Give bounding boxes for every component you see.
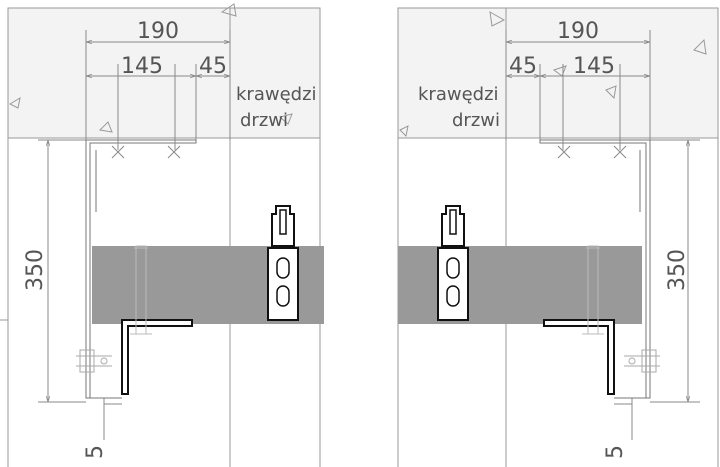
left-label-line2: drzwi xyxy=(240,110,288,131)
right-bolt xyxy=(582,245,604,335)
left-dim-edge: 45 xyxy=(199,54,227,79)
right-anchor-markers xyxy=(557,145,627,159)
left-ceiling xyxy=(7,7,321,139)
left-bottom-fixing xyxy=(76,349,112,373)
left-dim-inner: 145 xyxy=(121,54,163,79)
right-label-line2: drzwi xyxy=(452,110,500,131)
right-label-line1: krawędzi xyxy=(418,84,499,105)
left-roller-carriage xyxy=(267,205,299,321)
left-label-line1: krawędzi xyxy=(236,84,317,105)
right-dim-inner: 145 xyxy=(573,54,615,79)
right-dim-gap: 5 xyxy=(603,445,628,459)
right-dim-edge: 45 xyxy=(509,54,537,79)
left-dimensions xyxy=(38,30,231,440)
left-dim-total: 190 xyxy=(137,19,179,44)
left-angle-bracket xyxy=(121,319,193,395)
right-concrete-texture xyxy=(399,11,707,138)
right-door-leaf xyxy=(398,246,642,324)
left-dim-height: 350 xyxy=(23,249,48,291)
left-bolt xyxy=(130,245,152,335)
left-concrete-texture xyxy=(8,3,293,133)
right-dim-height: 350 xyxy=(665,249,690,291)
left-anchor-markers xyxy=(111,145,181,159)
left-dim-gap: 5 xyxy=(83,445,108,459)
right-detail: 190 45 145 krawędzi drzwi 350 5 xyxy=(397,7,719,467)
left-detail: 190 145 45 krawędzi drzwi 350 5 xyxy=(0,3,324,467)
right-dim-total: 190 xyxy=(557,19,599,44)
right-bottom-fixing xyxy=(624,349,660,373)
right-roller-carriage xyxy=(437,205,469,321)
right-angle-bracket xyxy=(543,319,615,395)
right-dimensions xyxy=(505,30,700,440)
